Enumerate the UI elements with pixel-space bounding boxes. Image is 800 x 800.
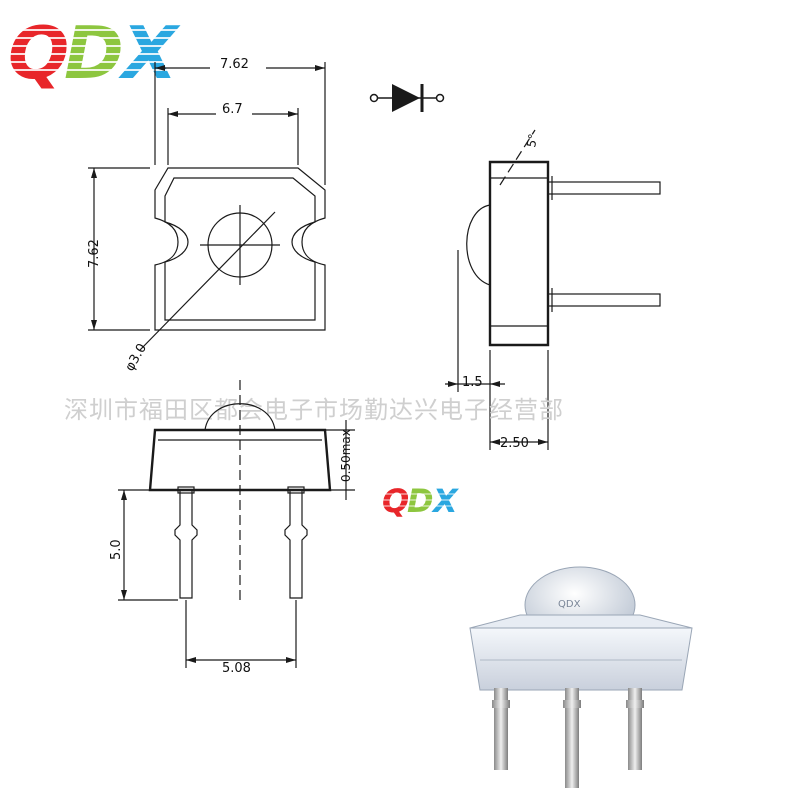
watermark-text: 深圳市福田区都会电子市场勤达兴电子经营部 (64, 396, 564, 424)
diode-icon (369, 84, 445, 112)
svg-text:Q: Q (382, 482, 409, 520)
dim-lens-diameter: φ3.0 (122, 341, 150, 374)
dim-lead-length: 5.0 (109, 539, 124, 560)
svg-text:X: X (431, 482, 459, 520)
side-view: 5° 1.5 2.50 (445, 129, 661, 451)
brand-logo-small: Q D X (378, 482, 470, 520)
dim-standoff-max: 0.50max (339, 429, 353, 482)
brand-logo-large: Q D X (0, 11, 200, 95)
dim-height-outer: 7.62 (87, 239, 102, 268)
photo-body-marking: QDX (558, 599, 581, 610)
top-view: φ3.0 7.62 6.7 7.62 (87, 55, 326, 374)
dim-width-outer: 7.62 (220, 57, 249, 72)
dim-front-protrusion: 1.5 (462, 375, 483, 390)
front-view: 5.0 5.08 0.50max (109, 380, 355, 676)
svg-text:D: D (407, 482, 434, 520)
product-photo: QDX (469, 566, 693, 788)
dim-body-depth: 2.50 (500, 436, 529, 451)
dim-width-inner: 6.7 (222, 102, 243, 117)
dim-lead-spacing: 5.08 (222, 661, 251, 676)
dim-lens-angle: 5° (524, 133, 540, 149)
